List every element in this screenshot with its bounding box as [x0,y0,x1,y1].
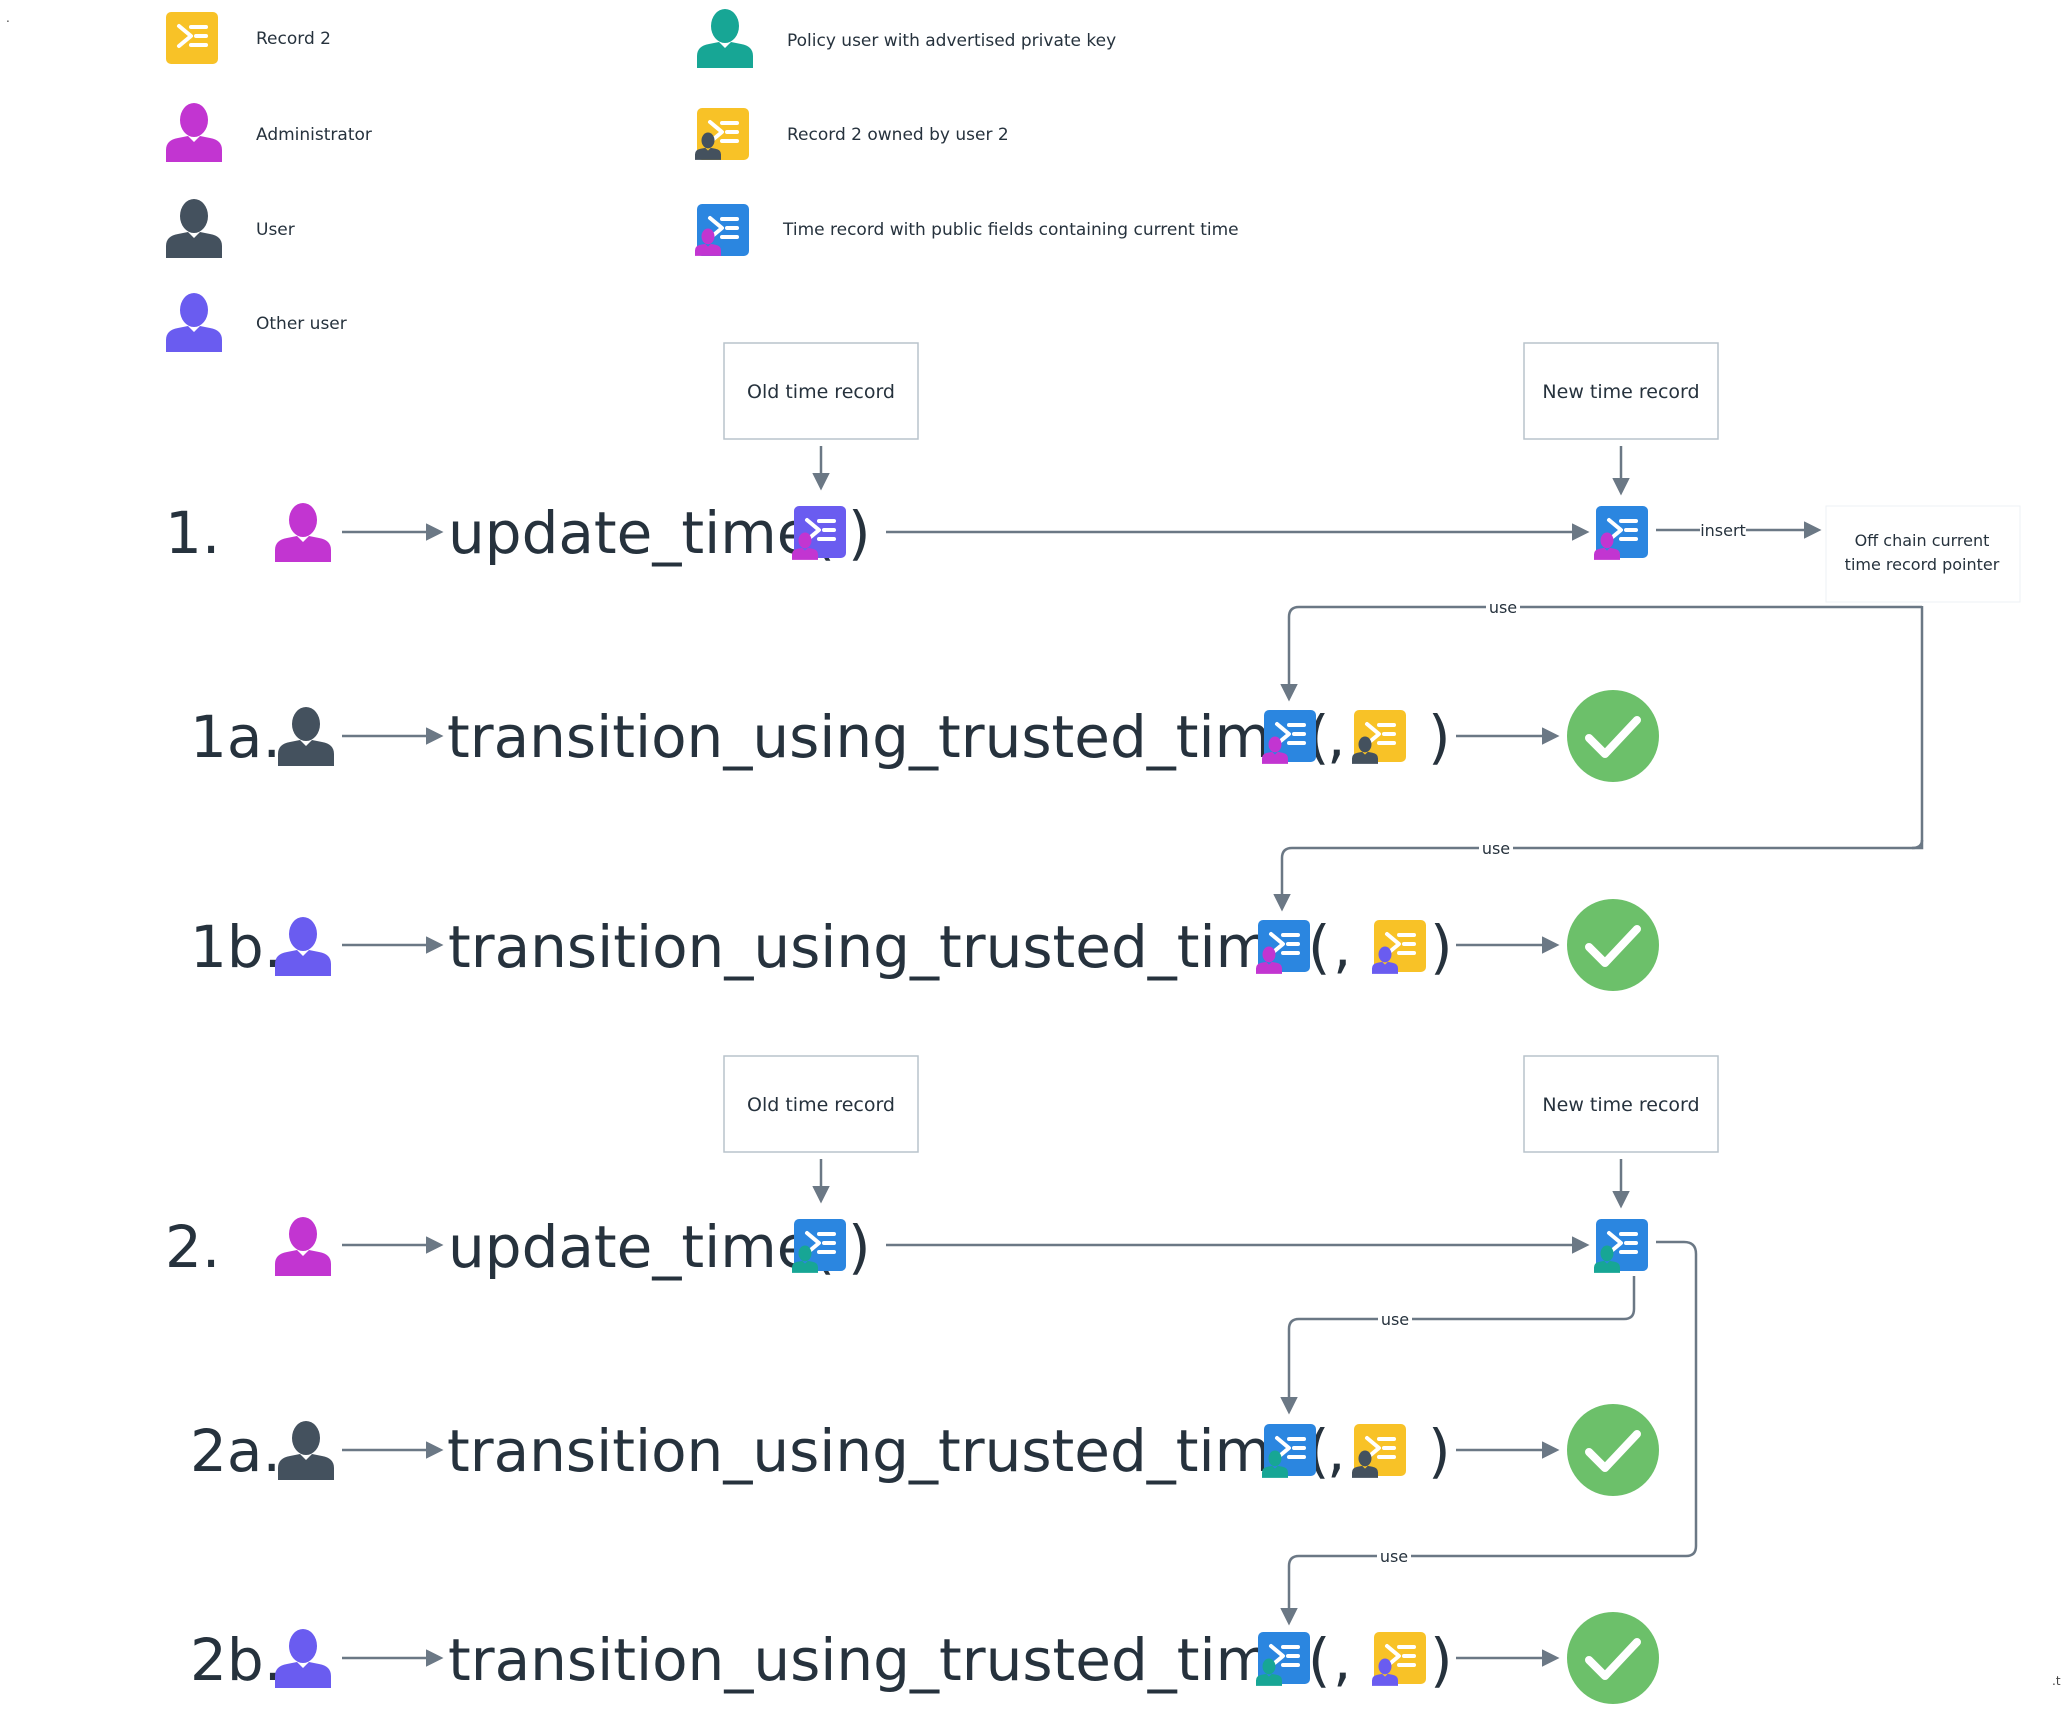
transition-function-1b: transition_using_trusted_time( [448,913,1330,981]
record2-owned-legend-icon [695,108,749,160]
step-1a-number: 1a. [190,703,281,771]
new-time-record-label-1: New time record [1542,381,1699,403]
record2-arg-icon-1a [1352,710,1406,764]
administrator-person-icon [275,503,331,562]
time-record-arg-icon-1a [1262,710,1316,764]
success-checkmark-icon-1a [1567,690,1659,782]
success-checkmark-icon-1b [1567,899,1659,991]
new-time-record-box-2: New time record [1523,1055,1719,1153]
offchain-pointer-box: Off chain current time record pointer [1825,505,2021,603]
insert-edge-label: insert [1700,521,1746,540]
new-time-record-icon-1 [1594,506,1648,560]
use-edge-label-2b: use [1380,1547,1408,1566]
transition-function-1a: transition_using_trusted_time( [447,703,1329,771]
update-time-close-paren-1: ) [848,499,871,567]
use-edge-to-2b [1280,1240,1698,1626]
legend-record2-owned-label: Record 2 owned by user 2 [787,125,1009,145]
old-time-record-label-1: Old time record [747,381,895,403]
step-2b-number: 2b. [190,1626,282,1694]
close-paren-2b: ) [1430,1626,1453,1694]
other-user-person-icon [275,917,331,976]
step-2a-number: 2a. [190,1417,281,1485]
time-record-arg-icon-1b [1256,920,1310,974]
old-time-record-label-2: Old time record [747,1094,895,1116]
use-edge-to-2a [1280,1276,1636,1415]
transition-function-2b: transition_using_trusted_time( [448,1626,1330,1694]
close-paren-1b: ) [1430,913,1453,981]
update-time-function-2: update_time( [448,1213,835,1281]
legend-administrator-label: Administrator [256,125,372,145]
legend-policy-user-label: Policy user with advertised private key [787,31,1116,51]
old-time-record-icon-2 [792,1219,846,1273]
use-edge-label-1a: use [1489,598,1517,617]
user-person-icon [166,199,222,258]
legend-other-user-label: Other user [256,314,347,334]
time-record-arg-icon-2a [1262,1424,1316,1478]
comma-1b: , [1333,913,1351,981]
close-paren-1a: ) [1428,703,1451,771]
comma-1a: , [1327,703,1345,771]
new-time-record-label-2: New time record [1542,1094,1699,1116]
record2-legend-icon [166,12,218,64]
legend-user-label: User [256,220,295,240]
offchain-label-line2: time record pointer [1845,555,2000,574]
legend: Record 2 Administrator User Other user P… [166,9,1239,352]
corner-mark-top-left: . [6,11,10,25]
user-person-icon [278,707,334,766]
legend-record2-label: Record 2 [256,29,331,49]
use-edge-label-2a: use [1381,1310,1409,1329]
record2-arg-icon-2b [1372,1632,1426,1686]
success-checkmark-icon-2a [1567,1404,1659,1496]
legend-time-record-label: Time record with public fields containin… [782,220,1239,240]
record2-arg-icon-1b [1372,920,1426,974]
new-time-record-icon-2 [1594,1219,1648,1273]
step-1-number: 1. [165,499,220,567]
time-record-legend-icon [695,204,749,256]
step-1b-number: 1b. [190,913,282,981]
use-edge-label-1b: use [1482,839,1510,858]
use-edge-to-1b [1273,839,1924,912]
policy-user-person-icon [697,9,753,68]
old-time-record-icon-1 [792,506,846,560]
close-paren-2a: ) [1428,1417,1451,1485]
comma-2a: , [1327,1417,1345,1485]
comma-2b: , [1333,1626,1351,1694]
new-time-record-box-1: New time record [1523,342,1719,440]
update-time-close-paren-2: ) [848,1213,871,1281]
user-person-icon [278,1421,334,1480]
success-checkmark-icon-2b [1567,1612,1659,1704]
administrator-person-icon [166,103,222,162]
step-2-number: 2. [165,1213,220,1281]
old-time-record-box-1: Old time record [723,342,919,440]
record2-arg-icon-2a [1352,1424,1406,1478]
update-time-function-1: update_time( [448,499,835,567]
old-time-record-box-2: Old time record [723,1055,919,1153]
corner-mark-bottom-right: .t [2052,1674,2061,1688]
other-user-person-icon [166,293,222,352]
offchain-label-line1: Off chain current [1855,531,1990,550]
transition-function-2a: transition_using_trusted_time( [447,1417,1329,1485]
time-record-arg-icon-2b [1256,1632,1310,1686]
other-user-person-icon [275,1629,331,1688]
administrator-person-icon [275,1217,331,1276]
